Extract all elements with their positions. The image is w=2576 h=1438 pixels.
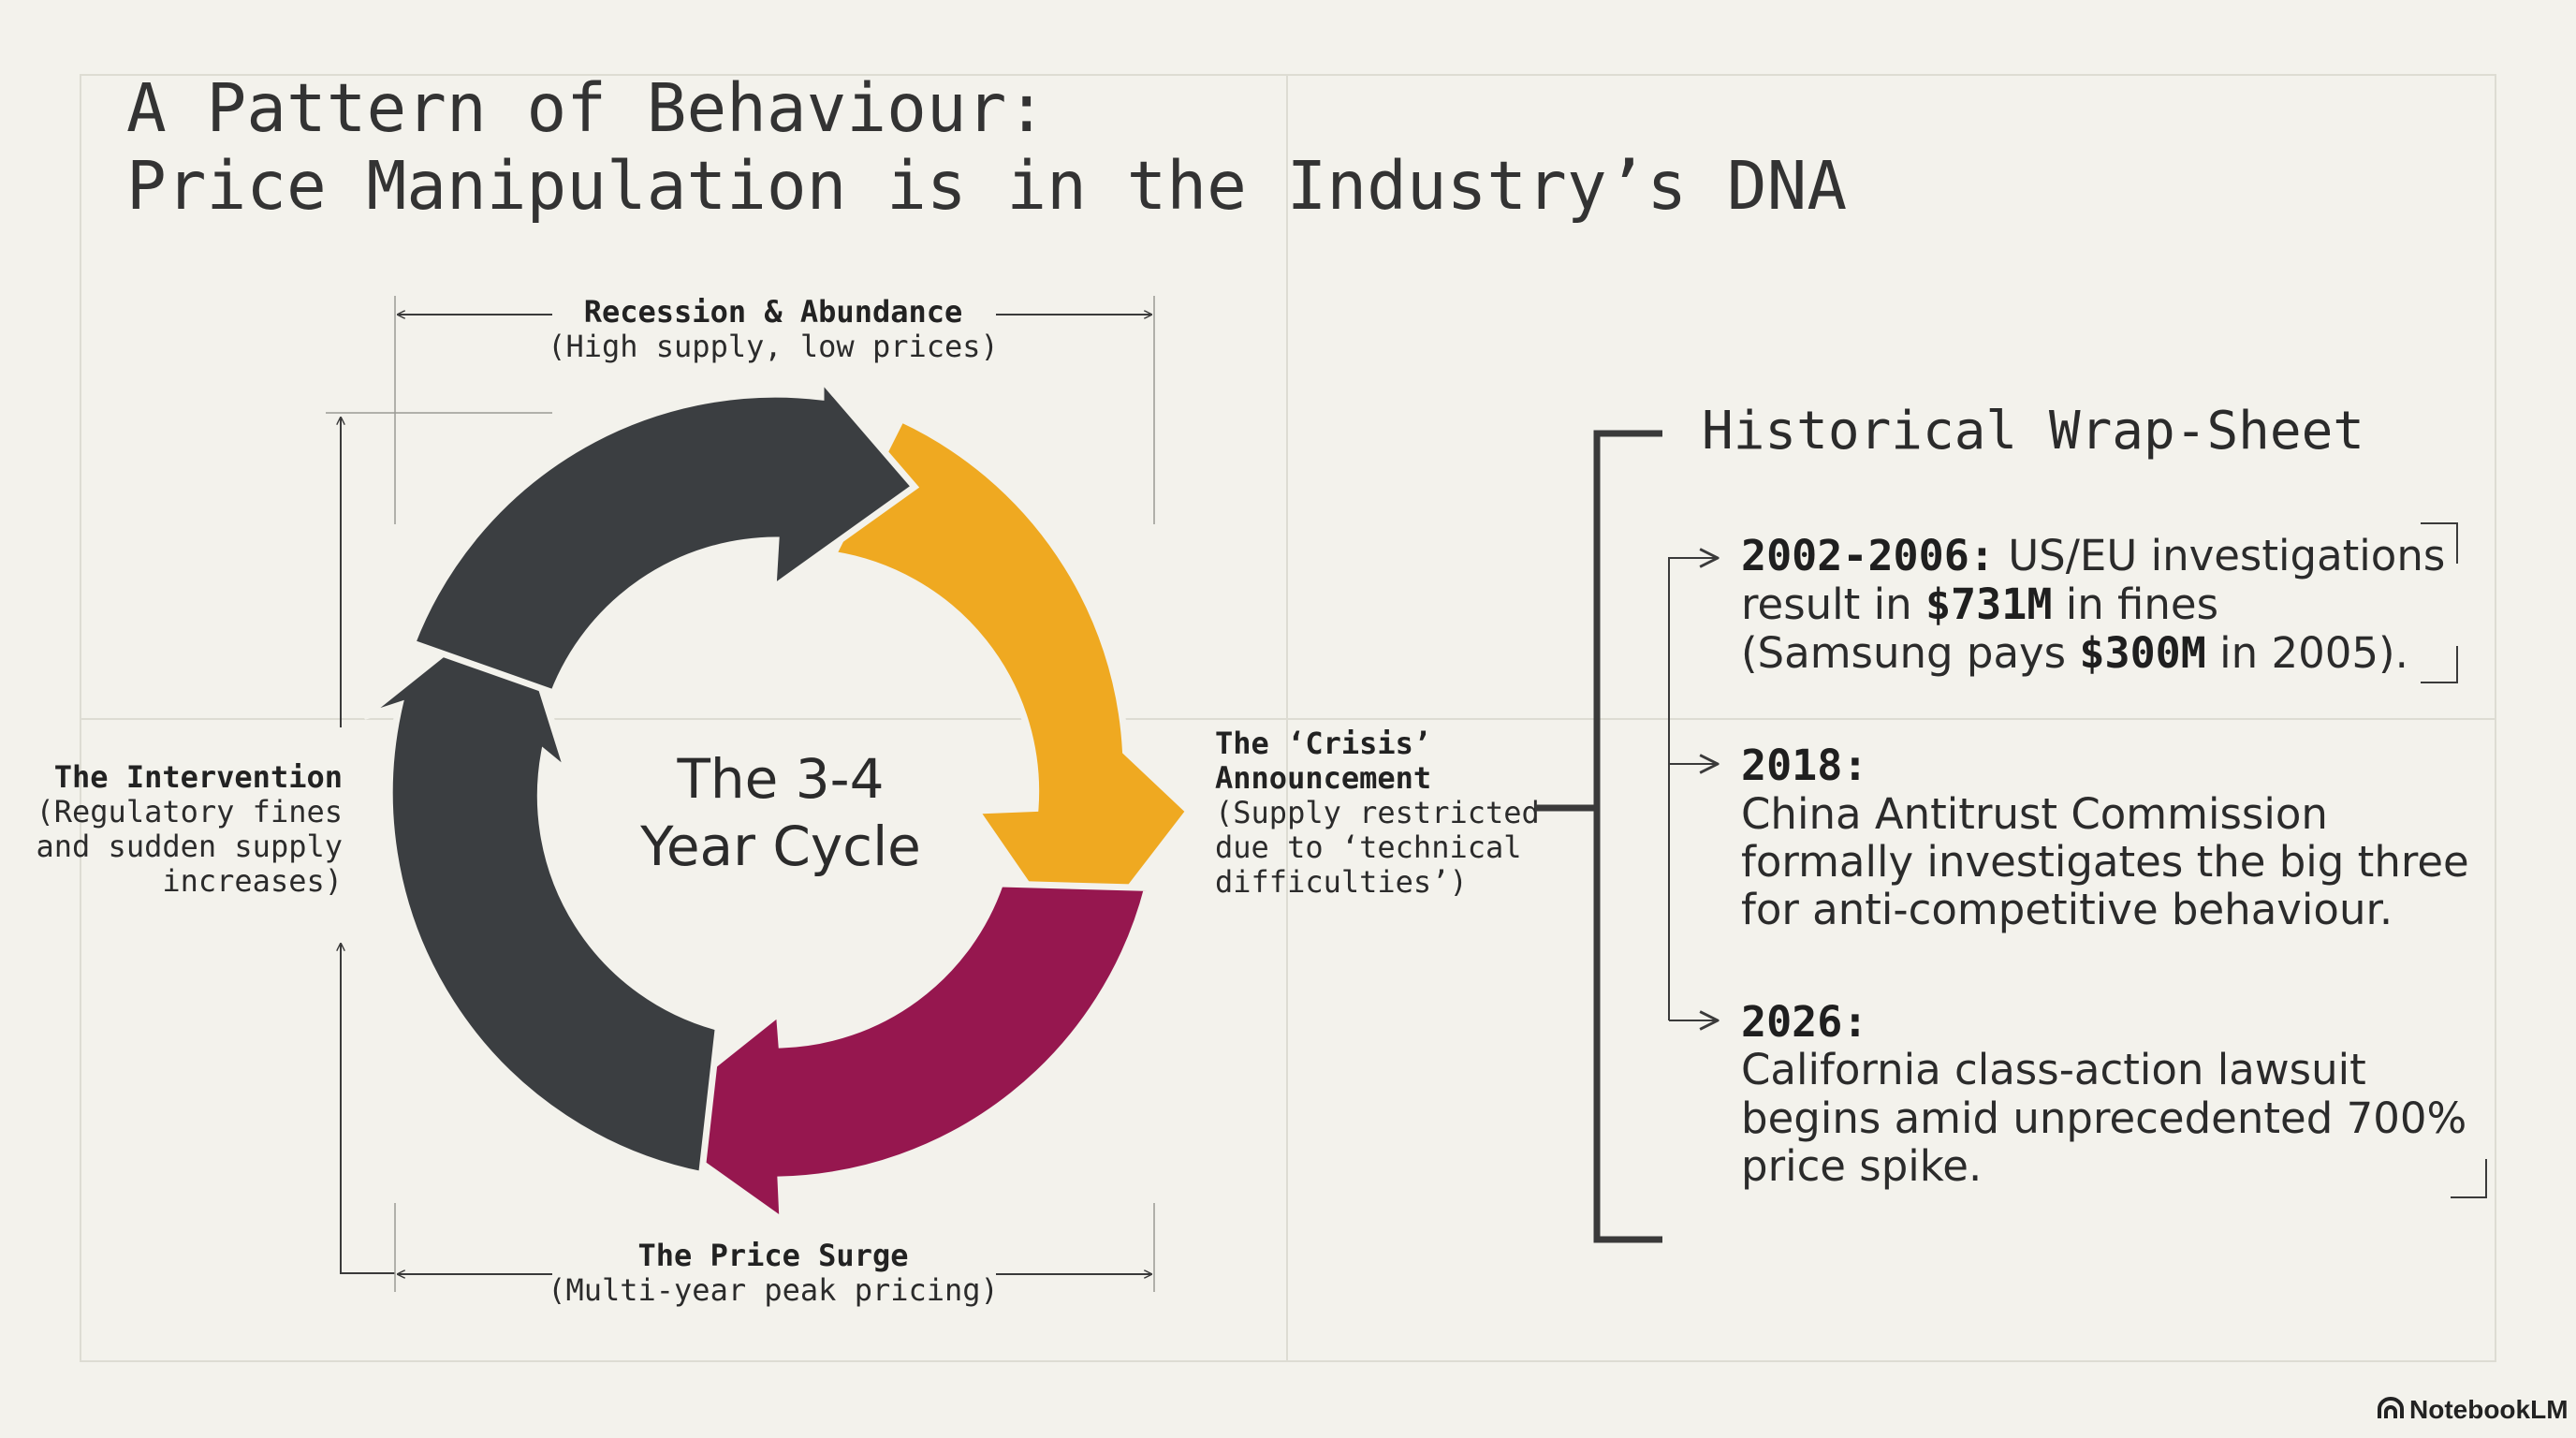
title-line-2: Price Manipulation is in the Industry’s … [126,147,1847,225]
cycle-arrow-dark-left [361,592,723,1179]
cycle-dimension-guides [326,296,1155,1292]
event-2-line-3: for anti-competitive behaviour. [1741,885,2393,934]
stage-right-desc-line-1: (Supply restricted [1215,795,1540,830]
event-2002-2006: 2002-2006: US/EU investigations result i… [1741,531,2445,678]
stage-right-desc-line-3: difficulties’) [1215,864,1468,900]
stage-left-title: The Intervention [54,759,343,795]
event-3-year: 2026: [1741,997,1867,1047]
stage-bottom-title: The Price Surge [638,1238,909,1273]
event-1-line-3: (Samsung pays $300M in 2005). [1741,628,2408,678]
stage-label-top: Recession & Abundance (High supply, low … [548,294,999,364]
title-line-1: A Pattern of Behaviour: [126,69,1046,147]
corner-mark-3 [2451,1159,2487,1198]
event-2026: 2026: California class-action lawsuit be… [1741,997,2466,1191]
event-2018: 2018: China Antitrust Commission formall… [1741,741,2469,934]
stage-left-desc-line-2: and sudden supply [36,829,343,864]
stage-top-desc: (High supply, low prices) [548,329,999,364]
corner-mark-1 [2421,522,2458,564]
notebooklm-logo-icon [2378,1397,2404,1418]
cycle-arrow-dark-top [407,369,920,697]
stage-right-desc-line-2: due to ‘technical [1215,829,1522,865]
corner-mark-2 [2421,646,2458,683]
event-2-line-2: formally investigates the big three [1741,837,2469,887]
cycle-diagram: The 3-4 Year Cycle [361,369,1193,1228]
notebooklm-logo-text: NotebookLM [2409,1395,2569,1424]
event-1-line-3-post: in 2005). [2206,628,2408,678]
cycle-center-label-line-1: The 3-4 [676,747,884,811]
wrap-sheet-title: Historical Wrap-Sheet [1702,401,2364,462]
event-2-year: 2018: [1741,741,1867,790]
event-1-year: 2002-2006: [1741,531,1995,580]
notebooklm-branding: NotebookLM [2378,1395,2569,1424]
event-3-line-2: begins amid unprecedented 700% [1741,1093,2466,1143]
event-1-line-2: result in $731M in fines [1741,580,2218,629]
wrap-sheet: Historical Wrap-Sheet 2002-2006: US/EU i… [1535,401,2487,1243]
event-3-line-3: price spike. [1741,1141,1982,1191]
stage-label-bottom: The Price Surge (Multi-year peak pricing… [548,1238,999,1308]
stage-bottom-desc: (Multi-year peak pricing) [548,1272,999,1308]
event-1-line-2-pre: result in [1741,580,1925,629]
cycle-center-label-line-2: Year Cycle [639,814,921,878]
stage-left-desc-line-3: increases) [162,863,343,899]
event-2-line-1: China Antitrust Commission [1741,789,2328,839]
wrap-sheet-bracket [1593,430,1662,1243]
stage-right-title-line-2: Announcement [1215,760,1431,796]
cycle-arrow-magenta [637,880,1152,1228]
event-1-line-1-text: US/EU investigations [1995,531,2445,580]
stage-label-right: The ‘Crisis’ Announcement (Supply restri… [1215,726,1540,900]
stage-top-title: Recession & Abundance [584,294,963,330]
cycle-arrow-gold [827,414,1193,962]
stage-right-title-line-1: The ‘Crisis’ [1215,726,1431,761]
stage-label-left: The Intervention (Regulatory fines and s… [36,759,343,899]
event-1-fine-amount: $731M [1925,580,2052,629]
timeline-spine-arrow-1 [1668,558,1718,1020]
event-1-line-1: 2002-2006: US/EU investigations [1741,531,2445,580]
event-1-line-3-pre: (Samsung pays [1741,628,2079,678]
stage-left-desc-line-1: (Regulatory fines [36,794,343,829]
event-1-line-2-post: in fines [2052,580,2218,629]
event-3-line-1: California class-action lawsuit [1741,1045,2366,1094]
event-1-samsung-amount: $300M [2079,628,2205,678]
left-lower-arrow [341,944,395,1274]
page-title: A Pattern of Behaviour: Price Manipulati… [126,69,1847,225]
